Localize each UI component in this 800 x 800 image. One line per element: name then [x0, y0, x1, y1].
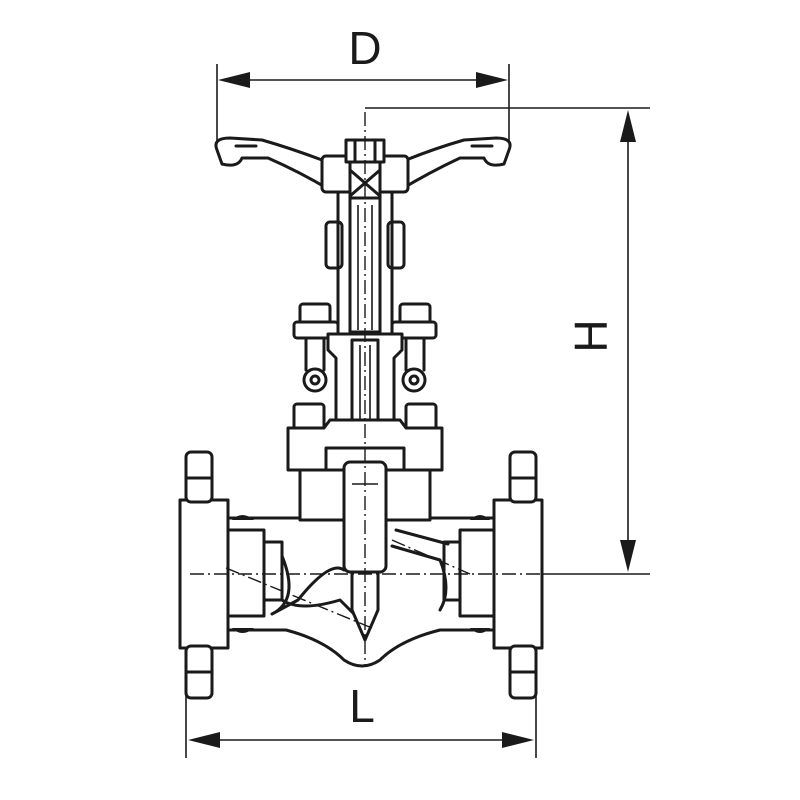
yoke-left-lug: [324, 220, 344, 270]
dimension-l-arrow-right: [502, 732, 534, 748]
bonnet-bolt-left: [292, 402, 326, 432]
handwheel: [214, 136, 512, 194]
dimension-h-arrow-bottom: [620, 540, 636, 572]
dimension-d: D: [216, 22, 510, 150]
bonnet-bolt-right: [404, 402, 438, 432]
center-lines: [190, 112, 540, 666]
dimension-l-label: L: [349, 680, 375, 732]
dimension-d-label: D: [348, 22, 381, 74]
yoke-right-lug: [386, 220, 406, 270]
dimension-d-arrow-left: [218, 72, 250, 88]
yoke: [324, 190, 406, 332]
dimension-l-arrow-left: [188, 732, 220, 748]
dimension-h: H: [365, 107, 650, 575]
dimension-h-label: H: [565, 319, 617, 352]
dimension-d-arrow-right: [476, 72, 508, 88]
valve-body: [178, 450, 544, 700]
dimension-h-arrow-top: [620, 110, 636, 142]
